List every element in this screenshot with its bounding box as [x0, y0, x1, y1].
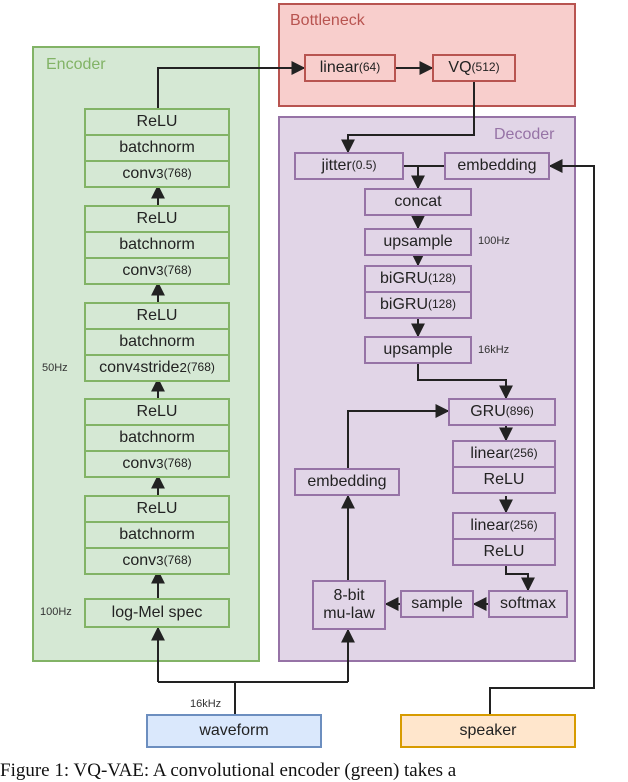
- decoder-sample: sample: [400, 590, 474, 618]
- encoder-batchnorm-5: batchnorm: [84, 521, 230, 549]
- decoder-sample-embedding: embedding: [294, 468, 400, 496]
- decoder-relu-2: ReLU: [452, 538, 556, 566]
- decoder-bigru-1: biGRU(128): [364, 265, 472, 293]
- encoder-rate-50hz: 50Hz: [42, 362, 68, 374]
- decoder-upsample-1: upsample: [364, 228, 472, 256]
- decoder-bigru-2: biGRU(128): [364, 291, 472, 319]
- decoder-linear-1: linear(256): [452, 440, 556, 468]
- encoder-batchnorm-3: batchnorm: [84, 328, 230, 356]
- encoder-relu-5: ReLU: [84, 495, 230, 523]
- encoder-rate-100hz: 100Hz: [40, 606, 72, 618]
- decoder-title: Decoder: [494, 126, 555, 143]
- bottleneck-title: Bottleneck: [290, 12, 365, 29]
- encoder-batchnorm-1: batchnorm: [84, 134, 230, 162]
- decoder-upsample-2: upsample: [364, 336, 472, 364]
- bottleneck-vq: VQ(512): [432, 54, 516, 82]
- input-rate-16khz: 16kHz: [190, 698, 222, 710]
- speaker-input: speaker: [400, 714, 576, 748]
- decoder-linear-2: linear(256): [452, 512, 556, 540]
- decoder-speaker-embedding: embedding: [444, 152, 550, 180]
- encoder-batchnorm-2: batchnorm: [84, 231, 230, 259]
- bottleneck-linear: linear(64): [304, 54, 396, 82]
- decoder-relu-1: ReLU: [452, 466, 556, 494]
- figure-caption: Figure 1: VQ-VAE: A convolutional encode…: [0, 760, 457, 781]
- decoder-softmax: softmax: [488, 590, 568, 618]
- encoder-batchnorm-4: batchnorm: [84, 424, 230, 452]
- encoder-relu-3: ReLU: [84, 302, 230, 330]
- decoder-jitter: jitter(0.5): [294, 152, 404, 180]
- decoder-rate-100hz: 100Hz: [478, 235, 510, 247]
- waveform-input: waveform: [146, 714, 322, 748]
- decoder-rate-16khz: 16kHz: [478, 344, 510, 356]
- decoder-gru: GRU(896): [448, 398, 556, 426]
- encoder-relu-2: ReLU: [84, 205, 230, 233]
- encoder-relu-1: ReLU: [84, 108, 230, 136]
- decoder-concat: concat: [364, 188, 472, 216]
- encoder-title: Encoder: [46, 56, 106, 73]
- log-mel-spec: log-Mel spec: [84, 598, 230, 628]
- encoder-relu-4: ReLU: [84, 398, 230, 426]
